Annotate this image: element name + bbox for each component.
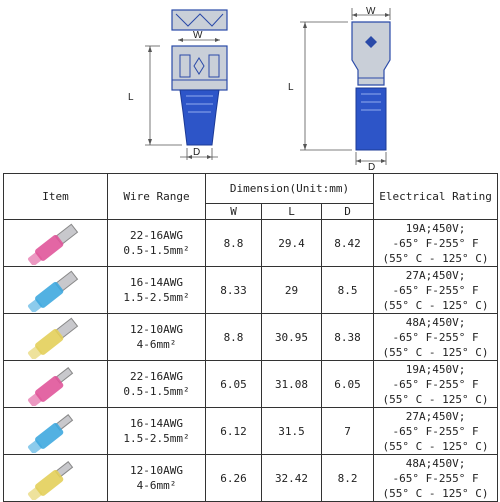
rating-line: -65° F-255° F — [392, 377, 479, 391]
awg-text: 22-16AWG — [130, 229, 183, 242]
rating-line: -65° F-255° F — [392, 283, 479, 297]
female-disconnect-drawing: W L D — [128, 9, 228, 160]
terminal-thumbnail-icon — [28, 461, 74, 500]
wire-range-cell: 16-14AWG 1.5-2.5mm² — [107, 266, 206, 314]
mm-text: 0.5-1.5mm² — [123, 385, 190, 398]
wire-range-cell: 22-16AWG 0.5-1.5mm² — [107, 219, 206, 267]
item-image-cell — [3, 454, 108, 502]
dim-l-label-male: L — [288, 82, 294, 93]
table-body: 22-16AWG 0.5-1.5mm² 8.8 29.4 8.42 19A;450… — [3, 219, 499, 502]
rating-line: -65° F-255° F — [392, 330, 479, 344]
w-cell: 8.33 — [205, 266, 262, 314]
awg-text: 16-14AWG — [130, 417, 183, 430]
terminal-thumbnail-icon — [28, 367, 74, 406]
d-cell: 6.05 — [320, 360, 375, 408]
table-row: 22-16AWG 0.5-1.5mm² 8.8 29.4 8.42 19A;450… — [3, 219, 499, 267]
wire-range-cell: 12-10AWG 4-6mm² — [107, 313, 206, 361]
item-image-cell — [3, 360, 108, 408]
dim-w-label: W — [193, 30, 203, 41]
header-item: Item — [3, 173, 108, 220]
rating-cell: 48A;450V;-65° F-255° F(55° C - 125° C) — [373, 454, 499, 502]
rating-line: 48A;450V; — [405, 456, 466, 470]
rating-line: -65° F-255° F — [392, 236, 479, 250]
mm-text: 4-6mm² — [136, 479, 177, 492]
rating-line: (55° C - 125° C) — [382, 486, 489, 500]
terminal-thumbnail-icon — [28, 270, 79, 312]
item-image-cell — [3, 407, 108, 455]
rating-line: 27A;450V; — [405, 409, 466, 423]
l-cell: 31.5 — [261, 407, 322, 455]
rating-line: (55° C - 125° C) — [382, 345, 489, 359]
rating-line: (55° C - 125° C) — [382, 392, 489, 406]
rating-cell: 48A;450V;-65° F-255° F(55° C - 125° C) — [373, 313, 499, 361]
w-cell: 6.05 — [205, 360, 262, 408]
header-rating: Electrical Rating — [373, 173, 499, 220]
header-wire-range: Wire Range — [107, 173, 206, 220]
rating-line: 19A;450V; — [405, 221, 466, 235]
awg-text: 12-10AWG — [130, 464, 183, 477]
spec-table: Item Wire Range Dimension(Unit:mm) Elect… — [3, 173, 499, 502]
d-cell: 8.2 — [320, 454, 375, 502]
w-cell: 6.12 — [205, 407, 262, 455]
rating-line: -65° F-255° F — [392, 471, 479, 485]
item-image-cell — [3, 266, 108, 314]
item-image-cell — [3, 313, 108, 361]
connector-dimension-diagram: W L D W — [128, 6, 391, 172]
terminal-thumbnail-icon — [28, 317, 79, 359]
d-cell: 8.42 — [320, 219, 375, 267]
wire-range-cell: 16-14AWG 1.5-2.5mm² — [107, 407, 206, 455]
rating-line: 27A;450V; — [405, 268, 466, 282]
table-row: 16-14AWG 1.5-2.5mm² 8.33 29 8.5 27A;450V;… — [3, 266, 499, 314]
awg-text: 16-14AWG — [130, 276, 183, 289]
table-row: 16-14AWG 1.5-2.5mm² 6.12 31.5 7 27A;450V;… — [3, 407, 499, 455]
rating-line: (55° C - 125° C) — [382, 439, 489, 453]
mm-text: 4-6mm² — [136, 338, 177, 351]
wire-range-cell: 22-16AWG 0.5-1.5mm² — [107, 360, 206, 408]
table-row: 12-10AWG 4-6mm² 6.26 32.42 8.2 48A;450V;-… — [3, 454, 499, 502]
rating-line: (55° C - 125° C) — [382, 298, 489, 312]
w-cell: 8.8 — [205, 219, 262, 267]
table-row: 22-16AWG 0.5-1.5mm² 6.05 31.08 6.05 19A;4… — [3, 360, 499, 408]
mm-text: 1.5-2.5mm² — [123, 432, 190, 445]
l-cell: 32.42 — [261, 454, 322, 502]
terminal-thumbnail-icon — [28, 223, 79, 265]
rating-line: -65° F-255° F — [392, 424, 479, 438]
l-cell: 31.08 — [261, 360, 322, 408]
l-cell: 29 — [261, 266, 322, 314]
mm-text: 1.5-2.5mm² — [123, 291, 190, 304]
rating-cell: 19A;450V;-65° F-255° F(55° C - 125° C) — [373, 219, 499, 267]
dim-w-label-male: W — [366, 6, 376, 17]
rating-line: 19A;450V; — [405, 362, 466, 376]
awg-text: 22-16AWG — [130, 370, 183, 383]
rating-cell: 27A;450V;-65° F-255° F(55° C - 125° C) — [373, 407, 499, 455]
d-cell: 8.5 — [320, 266, 375, 314]
d-cell: 7 — [320, 407, 375, 455]
wire-range-cell: 12-10AWG 4-6mm² — [107, 454, 206, 502]
l-cell: 29.4 — [261, 219, 322, 267]
table-row: 12-10AWG 4-6mm² 8.8 30.95 8.38 48A;450V;-… — [3, 313, 499, 361]
w-cell: 6.26 — [205, 454, 262, 502]
awg-text: 12-10AWG — [130, 323, 183, 336]
dim-d-label-male: D — [368, 162, 375, 172]
header-d: D — [320, 203, 375, 220]
item-image-cell — [3, 219, 108, 267]
header-w: W — [205, 203, 262, 220]
d-cell: 8.38 — [320, 313, 375, 361]
rating-cell: 27A;450V;-65° F-255° F(55° C - 125° C) — [373, 266, 499, 314]
rating-cell: 19A;450V;-65° F-255° F(55° C - 125° C) — [373, 360, 499, 408]
male-disconnect-drawing: W L D — [288, 6, 391, 172]
dim-l-label: L — [128, 92, 134, 103]
rating-line: 48A;450V; — [405, 315, 466, 329]
terminal-thumbnail-icon — [28, 414, 74, 453]
header-dimension: Dimension(Unit:mm) — [204, 173, 375, 204]
rating-line: (55° C - 125° C) — [382, 251, 489, 265]
w-cell: 8.8 — [205, 313, 262, 361]
dim-d-label: D — [193, 147, 200, 158]
l-cell: 30.95 — [261, 313, 322, 361]
header-l: L — [261, 203, 322, 220]
mm-text: 0.5-1.5mm² — [123, 244, 190, 257]
